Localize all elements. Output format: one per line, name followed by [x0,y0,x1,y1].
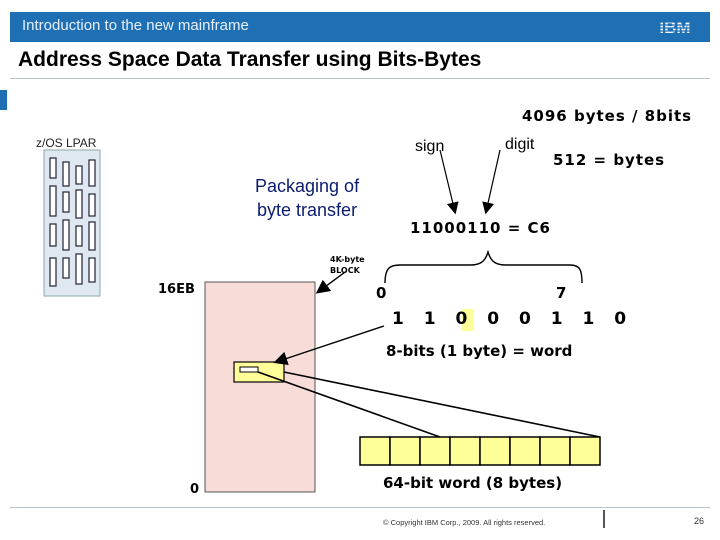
bit-7-label: 7 [556,284,566,302]
packaging-line-2: byte transfer [255,198,359,222]
footer-divider [10,507,710,508]
binary-equation: 11000110 = C6 [410,219,551,237]
word-cells [360,437,600,465]
address-0-label: 0 [190,482,199,497]
digit-label: digit [505,136,534,154]
packaging-line-1: Packaging of [255,174,359,198]
block-label-line-1: 4K-byte [330,254,365,265]
highlight-inner-block [240,367,258,372]
bit-0-label: 0 [376,284,386,302]
bytes-calculation: 4096 bytes / 8bits [522,107,692,125]
page-number: 26 [694,516,704,526]
address-16eb-label: 16EB [158,282,195,297]
word-line-right [284,372,600,437]
digit-arrow [486,150,500,212]
byte-brace [385,252,582,283]
sign-label: sign [415,138,444,156]
copyright-text: © Copyright IBM Corp., 2009. All rights … [383,518,545,527]
packaging-label: Packaging of byte transfer [255,174,359,222]
sign-arrow [440,150,455,212]
word-label: 64-bit word (8 bytes) [383,474,562,492]
footer-separator [603,510,605,528]
byte-word-label: 8-bits (1 byte) = word [386,342,572,360]
block-label: 4K-byte BLOCK [330,254,365,276]
bits-row: 1 1 0 0 0 1 1 0 [392,309,626,329]
lpar-label: z/OS LPAR [36,136,96,150]
block-label-line-2: BLOCK [330,265,365,276]
lpar-box [44,150,100,296]
bytes-512-label: 512 = bytes [553,151,665,169]
